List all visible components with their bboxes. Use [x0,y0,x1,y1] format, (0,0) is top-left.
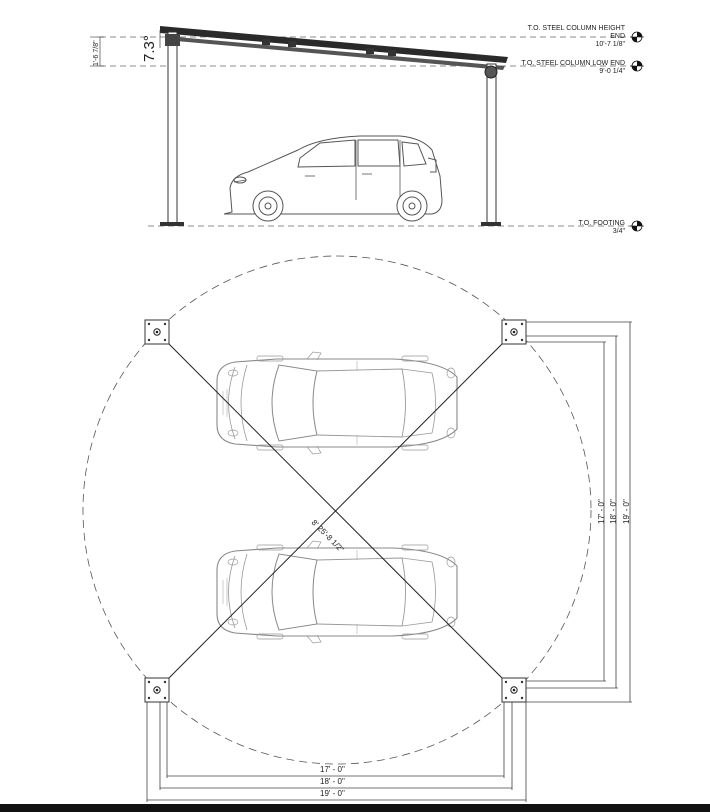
elevation-view [90,26,645,232]
marker-low-value: 9'-0 1/4" [599,68,625,75]
car-side-view [223,135,443,222]
roof-angle-label: 7.3° [141,35,158,62]
vertical-dim-17: 17' - 0" [597,499,606,524]
car-top-view-2 [216,540,458,644]
marker-low-title: T.O. STEEL COLUMN LOW END [521,60,625,67]
bottom-border [0,804,710,812]
marker-footing-title: T.O. FOOTING [578,220,625,227]
vertical-dim-19: 19' - 0" [622,499,631,524]
plan-view [82,255,632,802]
car-top-view-1 [216,351,458,455]
rise-dim-label: 1'-6 7/8" [93,40,100,66]
vertical-dim-18: 18' - 0" [609,499,618,524]
horizontal-dim-17: 17' - 0" [320,765,345,774]
horizontal-dim-18: 18' - 0" [320,777,345,786]
marker-height-title-1: T.O. STEEL COLUMN HEIGHT [527,25,625,32]
marker-height-value: 10'-7 1/8" [595,41,625,48]
marker-height-title-2: END [610,33,625,40]
horizontal-dim-19: 19' - 0" [320,789,345,798]
marker-footing-value: 3/4" [612,228,625,235]
